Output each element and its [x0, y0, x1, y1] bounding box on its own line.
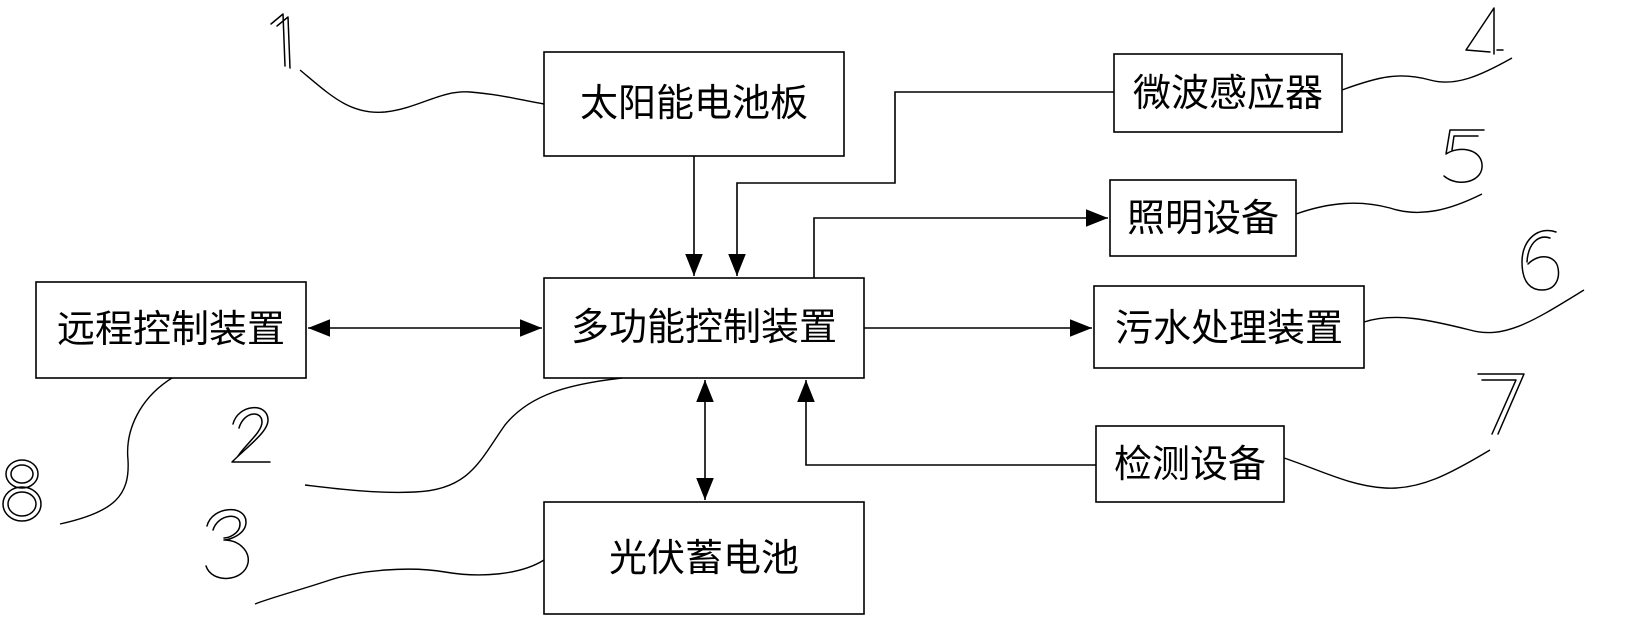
numeral-3 — [205, 508, 249, 580]
microwave-sensor-label: 微波感应器 — [1133, 71, 1323, 115]
remote-control-label: 远程控制装置 — [57, 307, 285, 351]
microwave-sensor-block: 微波感应器 — [1113, 53, 1343, 133]
battery-label: 光伏蓄电池 — [609, 536, 799, 580]
leader-line-7 — [1283, 449, 1491, 489]
numeral-7 — [1477, 373, 1525, 435]
numeral-6 — [1521, 229, 1560, 291]
leader-line-2 — [304, 377, 623, 494]
numeral-1 — [270, 13, 291, 69]
numeral-8 — [2, 459, 42, 522]
controller-block: 多功能控制装置 — [543, 277, 865, 379]
leader-line-5 — [1295, 193, 1483, 215]
leader-line-1 — [299, 69, 545, 113]
remote-control-block: 远程控制装置 — [35, 281, 307, 379]
numeral-2 — [231, 406, 271, 463]
solar-panel-label: 太阳能电池板 — [580, 81, 808, 125]
leader-line-8 — [59, 377, 173, 525]
sewage-treatment-block: 污水处理装置 — [1093, 285, 1365, 369]
lighting-label: 照明设备 — [1127, 196, 1279, 240]
solar-panel-block: 太阳能电池板 — [543, 51, 845, 157]
detection-block: 检测设备 — [1095, 425, 1285, 503]
numeral-5 — [1443, 129, 1485, 183]
detection-label: 检测设备 — [1114, 442, 1266, 486]
arrow-detection-to-controller — [797, 380, 1096, 466]
lighting-block: 照明设备 — [1109, 179, 1297, 257]
arrow-sensor-to-controller — [728, 91, 1114, 276]
controller-label: 多功能控制装置 — [571, 305, 837, 349]
sewage-treatment-label: 污水处理装置 — [1115, 306, 1343, 350]
battery-block: 光伏蓄电池 — [543, 501, 865, 615]
numeral-4 — [1465, 7, 1504, 55]
leader-line-3 — [254, 559, 545, 605]
leader-line-6 — [1363, 289, 1585, 334]
arrow-controller-to-lighting — [813, 209, 1108, 278]
leader-line-4 — [1341, 57, 1513, 91]
